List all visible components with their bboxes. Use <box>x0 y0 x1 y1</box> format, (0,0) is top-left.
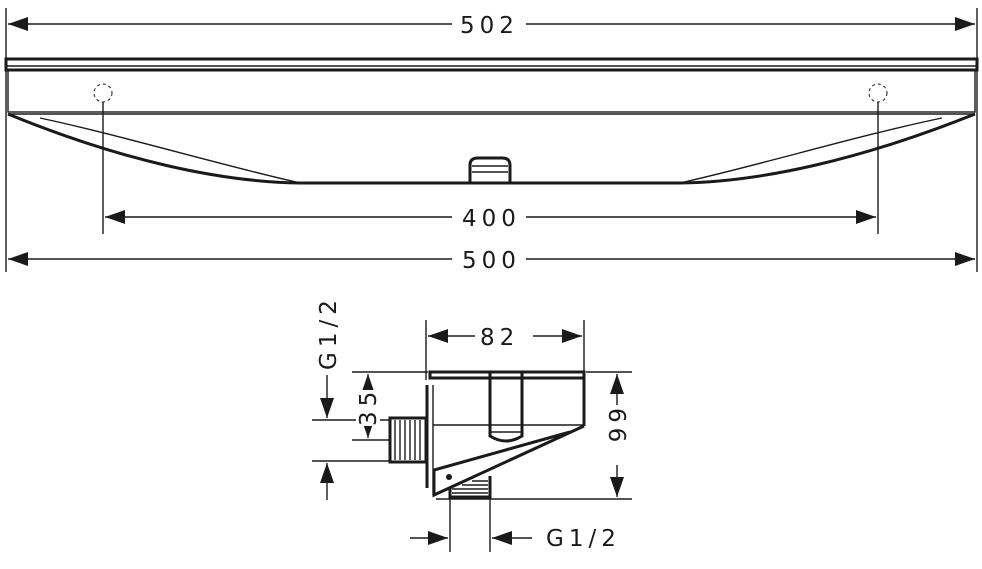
side-view: 82 66 <box>312 295 632 552</box>
dimension-82-label: 82 <box>480 325 519 351</box>
dimension-500-label: 500 <box>462 248 521 274</box>
dimension-66-label: 66 <box>603 408 629 447</box>
shower-head <box>4 57 979 185</box>
outlet-pipe <box>488 372 524 443</box>
wall-connector-body <box>388 370 586 499</box>
side-thread-label: G1/2 <box>316 295 342 370</box>
bottom-thread <box>448 476 492 499</box>
dimension-35-label: 35 <box>356 387 382 426</box>
side-thread <box>388 416 428 464</box>
nozzle <box>468 156 512 182</box>
dimension-502-label: 502 <box>460 13 519 39</box>
dimension-400-label: 400 <box>462 206 521 232</box>
mount-hole-right <box>868 83 888 103</box>
mount-hole-left <box>93 83 113 103</box>
top-view: 502 400 500 <box>4 8 979 274</box>
bottom-thread-label: G1/2 <box>546 526 621 552</box>
